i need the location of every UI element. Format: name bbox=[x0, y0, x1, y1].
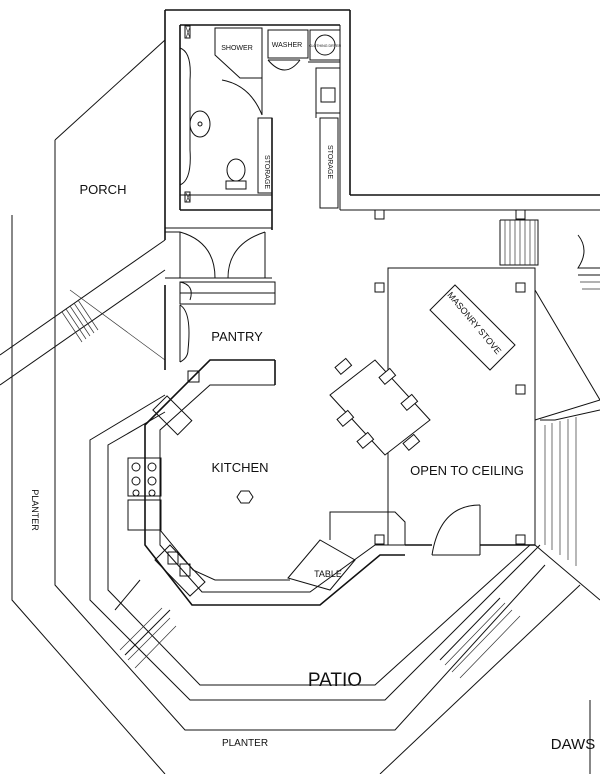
shower-stall bbox=[214, 27, 263, 79]
planter-left-label: PLANTER bbox=[30, 489, 40, 531]
open-to-ceiling-area bbox=[374, 267, 600, 601]
oven bbox=[127, 499, 162, 531]
dryer-label: CLOTHING DRYER bbox=[309, 44, 341, 48]
bath-sink bbox=[189, 110, 211, 138]
kitchen-walls bbox=[89, 359, 541, 701]
storage-right-label: STORAGE bbox=[326, 145, 333, 179]
porch-label: PORCH bbox=[80, 182, 127, 197]
open-to-ceiling-label: OPEN TO CEILING bbox=[410, 463, 524, 478]
pantry bbox=[164, 281, 276, 383]
patio bbox=[114, 579, 591, 774]
stair bbox=[499, 219, 600, 290]
main-house-walls bbox=[340, 194, 600, 290]
storage-left-label: STORAGE bbox=[263, 155, 270, 189]
laundry-counter bbox=[315, 67, 341, 114]
shower-label: SHOWER bbox=[221, 45, 253, 52]
masonry-stove bbox=[429, 284, 516, 371]
entry-door bbox=[405, 504, 535, 556]
toilet bbox=[225, 158, 247, 190]
planter-bottom-label: PLANTER bbox=[222, 738, 268, 749]
porch-outline bbox=[0, 39, 166, 386]
storage-closet-right bbox=[319, 117, 339, 209]
kitchen-island bbox=[236, 490, 254, 504]
washer-label: WASHER bbox=[272, 42, 302, 49]
hall-doors bbox=[165, 231, 272, 279]
dining-table bbox=[329, 357, 431, 456]
masonry-stove-label: MASONRY STOVE bbox=[445, 290, 503, 356]
table-nook bbox=[287, 539, 356, 591]
patio-label: PATIO bbox=[308, 670, 362, 691]
planter-outline bbox=[11, 140, 581, 774]
table-label: TABLE bbox=[314, 569, 342, 579]
pantry-label: PANTRY bbox=[211, 329, 263, 344]
bath-laundry-wing bbox=[164, 9, 351, 240]
washer bbox=[267, 29, 309, 59]
kitchen-sink bbox=[154, 544, 206, 597]
daws-label: DAWS bbox=[551, 736, 595, 753]
cooktop bbox=[127, 457, 162, 497]
clothing-dryer bbox=[309, 29, 341, 61]
porch-steps bbox=[61, 299, 99, 343]
kitchen-label: KITCHEN bbox=[211, 460, 268, 475]
